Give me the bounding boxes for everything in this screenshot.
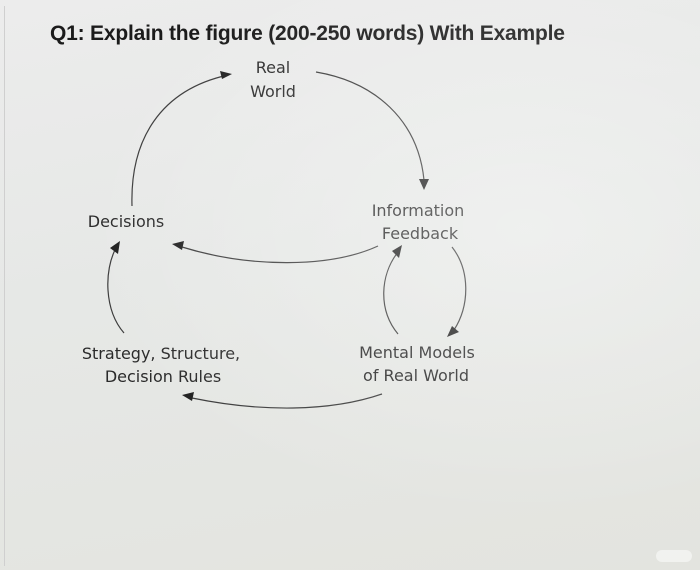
node-mental-models-line1: Mental Models [359,343,475,362]
node-decisions: Decisions [88,212,164,231]
node-info-feedback-line2: Feedback [382,224,459,243]
question-title: Q1: Explain the figure (200-250 words) W… [50,22,565,45]
node-mental-models-line2: of Real World [363,366,469,385]
edge-mental-models-to-info [383,251,399,335]
arrowhead-strategy-right [182,392,194,401]
corner-mark [656,550,692,562]
node-strategy-line1: Strategy, Structure, [82,344,240,363]
arrowhead-real-world-left [220,71,232,79]
arrowhead-info-bottom [392,245,402,258]
edge-info-to-decisions [181,245,379,264]
arrowhead-decisions-bottom [110,241,120,254]
arrowhead-decisions-right [172,241,184,250]
edge-info-to-mental-models [451,246,467,331]
node-real-world-line1: Real [256,58,291,77]
edge-strategy-to-decisions [107,247,125,334]
arrowhead-info-top [419,179,429,190]
node-info-feedback-line1: Information [372,201,465,220]
edge-decisions-to-real-world [131,74,229,207]
edge-real-world-to-info [315,71,425,181]
page-edge [4,6,5,566]
edge-mental-models-to-strategy [191,393,383,409]
arrowhead-mental-models-top [447,326,459,337]
node-strategy-line2: Decision Rules [105,367,221,386]
node-real-world-line2: World [250,82,296,101]
